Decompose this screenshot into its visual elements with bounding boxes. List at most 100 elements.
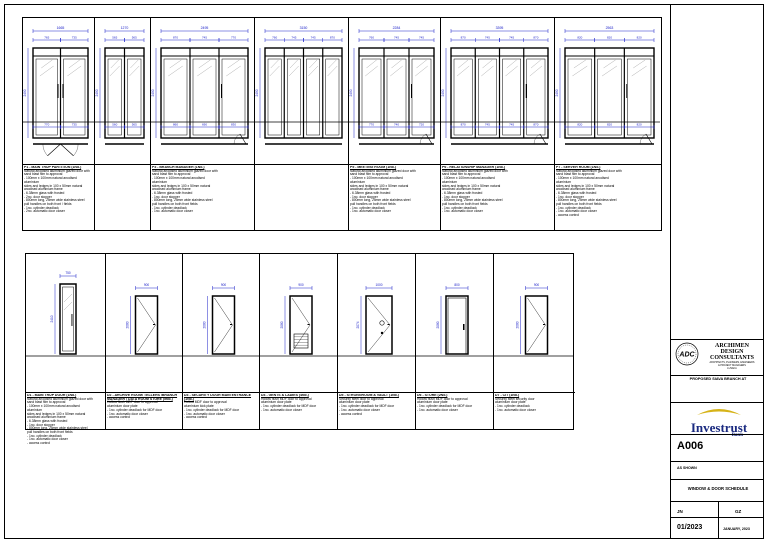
specification-line: Security steel door to approval	[339, 396, 384, 401]
specification-line: aluminium	[556, 179, 572, 184]
glass-reflection	[168, 65, 183, 77]
glass-pane	[163, 58, 188, 136]
glass-reflection	[67, 65, 82, 77]
drawing-number: A006	[677, 440, 704, 452]
title-block-divider	[671, 434, 764, 435]
leaf-width-label: 760	[369, 36, 374, 40]
notes-divider	[338, 392, 415, 393]
leaf-width-label: 745	[311, 36, 316, 40]
checked-by: GZ	[735, 509, 742, 514]
notes-divider	[26, 392, 105, 393]
plan-dimension-label: 745	[509, 123, 514, 127]
glass-reflection	[415, 65, 428, 77]
glass-reflection	[529, 65, 543, 77]
specification-line: - 800mm long, 25mm wide stainless steel	[442, 198, 503, 203]
specification-line: - 1no. cylinder deadlock for MDF door	[339, 404, 395, 409]
leaf-width-label: 870	[330, 36, 335, 40]
glass-reflection	[366, 59, 377, 69]
glass-pane	[502, 58, 521, 136]
notes-divider	[255, 164, 348, 165]
height-label: 2490	[441, 89, 445, 96]
specification-line: - 1no. automatic door closer	[261, 407, 302, 412]
glass-reflection	[416, 59, 427, 69]
specification-line: Natural anodised aluminium glazed door w…	[152, 168, 218, 173]
specification-title: P5 - MEETING ROOM (1No.)	[350, 166, 397, 169]
glass-reflection	[390, 65, 403, 77]
specification-line: - 100mm x 100mm natural anodised	[350, 176, 403, 181]
notes-divider	[555, 164, 661, 165]
door-lock	[463, 324, 465, 330]
specification-line: - 1no. cylinder deadlock	[152, 205, 187, 210]
title-block-column-divider	[718, 501, 719, 539]
door-height-label: 2080	[126, 321, 130, 328]
plan-dimension-label: 820	[607, 123, 612, 127]
partition-frame	[564, 47, 655, 139]
specification-line: aluminium	[152, 179, 168, 184]
glass-reflection	[309, 59, 318, 69]
specification-line: sides and ledges in 100 x 50mm natural	[350, 183, 409, 188]
specification-notes: D2 - ARCHIVE ROOM/ TELLERS /BRANCH MANAG…	[107, 394, 181, 420]
title-block-divider	[671, 461, 764, 462]
firm-name: ARCHIMEN DESIGN CONSULTANTS ARCHITECTS, …	[701, 343, 763, 370]
glass-reflection	[197, 65, 212, 77]
specification-line: sides and ledges in 100 x 50mm natural	[556, 183, 615, 188]
specification-title: P7 - SERVER ROOM (1No.)	[556, 166, 601, 169]
specification-line: - 800mm long, 25mm wide stainless steel	[556, 198, 617, 203]
overall-width-label: 2495	[201, 26, 209, 30]
plan-dimension-label: 870	[533, 123, 538, 127]
door-width-label: 800	[454, 283, 460, 287]
specification-line: - access control	[556, 213, 580, 218]
specification-line: - 1no. automatic door closer	[27, 437, 68, 442]
title-block-divider	[671, 479, 764, 480]
firm-logo-text: ADC	[678, 352, 695, 359]
specification-line: - 1no. cylinder deadlock for MDF door	[107, 407, 163, 412]
door-swing-arc	[42, 143, 48, 156]
title-block-divider	[671, 402, 764, 403]
specification-line: aluminium door plate	[339, 400, 370, 405]
specification-line: sides and ledges in 100 x 50mm natural	[27, 411, 86, 416]
door-handle	[153, 324, 155, 325]
glass-reflection	[269, 65, 280, 77]
door-swing-arc	[233, 133, 241, 145]
door-width-label: 1000	[375, 283, 382, 287]
door-width-label: 900	[221, 283, 227, 287]
door-swing-arc	[73, 143, 79, 156]
specification-line: sides and ledges in 100 x 50mm natural	[24, 183, 83, 188]
specification-title: D5 - STRONGROOM & VAULT (1No.)	[339, 394, 399, 397]
door-elevation-d4: 900 2080	[260, 283, 337, 357]
specification-line: - 2no. automatic door closer	[24, 209, 65, 214]
partition-frame	[160, 47, 249, 139]
leaf-width-label: 770	[231, 36, 236, 40]
door-swing-indicator	[367, 297, 391, 353]
glass-reflection	[505, 65, 518, 77]
glass-pane	[127, 58, 142, 136]
glass-reflection	[129, 65, 140, 77]
specification-line: sand blast film to approval	[24, 172, 63, 177]
glass-reflection	[365, 65, 378, 77]
specification-line: pull handles on both front / fields	[24, 202, 72, 207]
specification-line: - 1no. cylinder deadlock	[27, 433, 62, 438]
plan-dimension-label: 770	[369, 123, 374, 127]
pull-handle	[411, 84, 412, 98]
specification-title: P3 - BRANCH MANAGER (1No.)	[152, 166, 205, 169]
leaf-width-label: 870	[173, 36, 178, 40]
door-height-label: 2080	[280, 321, 284, 328]
title-block: ADC ARCHIMEN DESIGN CONSULTANTS ARCHITEC…	[670, 4, 764, 539]
door-width-label: 900	[298, 283, 304, 287]
overall-width-label: 1270	[121, 26, 129, 30]
glass-reflection	[270, 59, 279, 69]
specification-title: D4 - GENTS & LADIES (4No.)	[261, 394, 309, 397]
specification-line: - 2no. door stopper	[24, 194, 52, 199]
specification-line: - 100mm x 100mm natural anodised	[442, 176, 495, 181]
door-height-label: 2410	[50, 315, 54, 322]
notes-divider	[151, 164, 254, 165]
specification-line: sides and ledges in 100 x 50mm natural	[152, 183, 211, 188]
door-swing-arc	[639, 133, 647, 145]
pull-handle	[57, 84, 59, 98]
